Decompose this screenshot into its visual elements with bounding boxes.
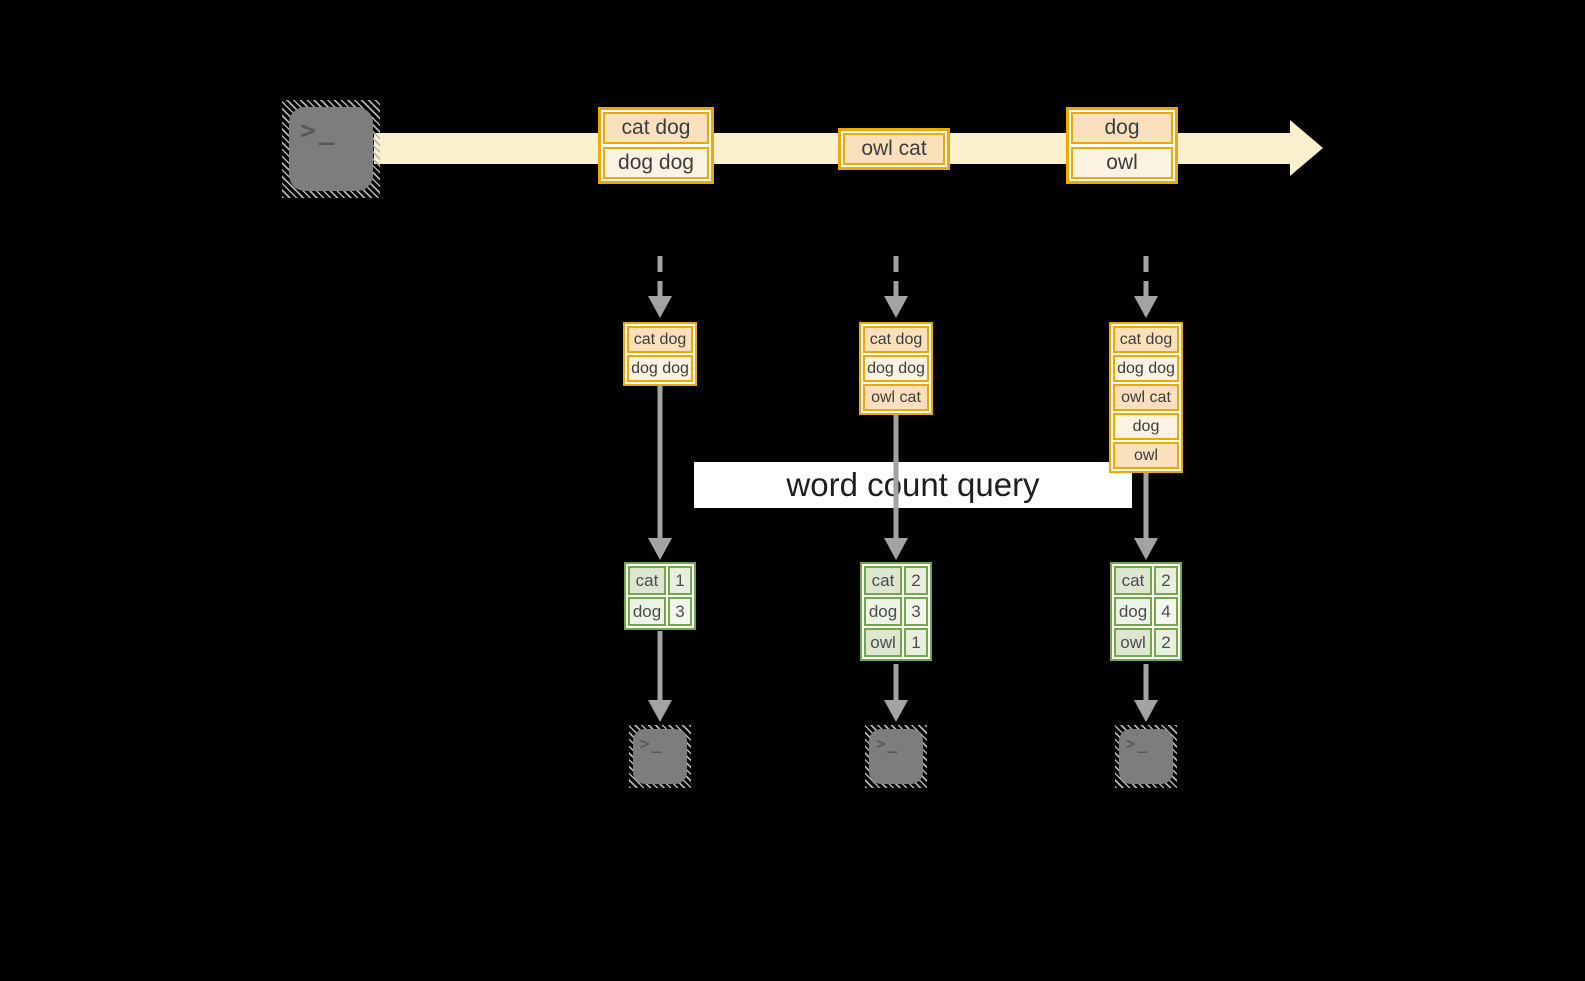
sink-arrow-col2	[1134, 664, 1158, 722]
snapshot-stack-1: cat dog dog dog owl cat	[859, 322, 933, 415]
snapshot-line: dog	[1113, 413, 1179, 440]
snapshot-line: dog dog	[1113, 355, 1179, 382]
stream-arrowhead	[1290, 120, 1323, 176]
count-cell: 1	[904, 628, 928, 657]
sink-terminal-icon-2: >_	[1115, 725, 1177, 788]
sink-terminal-icon-0: >_	[629, 725, 691, 788]
count-cell: 3	[668, 597, 692, 626]
word-cell: dog	[1114, 597, 1152, 626]
count-cell: 4	[1154, 597, 1178, 626]
sink-terminal-icon-1: >_	[865, 725, 927, 788]
stream-event-2: dog owl	[1066, 107, 1178, 184]
count-cell: 2	[1154, 628, 1178, 657]
count-cell: 1	[668, 566, 692, 595]
terminal-screen	[1119, 729, 1173, 784]
table-row: dog 4	[1114, 597, 1178, 626]
snapshot-line: cat dog	[627, 326, 693, 353]
count-cell: 2	[904, 566, 928, 595]
count-table-1: cat 2 dog 3 owl 1	[860, 562, 932, 661]
terminal-prompt-glyph: >_	[640, 734, 664, 753]
stream-event-line: owl cat	[843, 133, 945, 165]
table-row: owl 2	[1114, 628, 1178, 657]
table-row: cat 2	[1114, 566, 1178, 595]
terminal-screen	[869, 729, 923, 784]
dashed-arrow-col1	[884, 256, 908, 318]
count-table-0: cat 1 dog 3	[624, 562, 696, 630]
terminal-screen	[288, 106, 374, 192]
sink-arrow-col1	[884, 664, 908, 722]
table-row: dog 3	[864, 597, 928, 626]
word-cell: dog	[864, 597, 902, 626]
snapshot-line: owl cat	[1113, 384, 1179, 411]
table-row: dog 3	[628, 597, 692, 626]
query-label: word count query	[786, 466, 1040, 503]
terminal-prompt-glyph: >_	[876, 734, 900, 753]
dashed-arrow-col2	[1134, 256, 1158, 318]
word-cell: cat	[864, 566, 902, 595]
word-cell: cat	[628, 566, 666, 595]
count-cell: 3	[904, 597, 928, 626]
table-row: cat 1	[628, 566, 692, 595]
terminal-prompt-glyph: >_	[300, 116, 338, 146]
count-cell: 2	[1154, 566, 1178, 595]
stream-event-line: dog dog	[603, 147, 709, 179]
table-row: cat 2	[864, 566, 928, 595]
sink-arrow-col0	[648, 631, 672, 722]
snapshot-line: owl cat	[863, 384, 929, 411]
snapshot-line: dog dog	[863, 355, 929, 382]
snapshot-stack-0: cat dog dog dog	[623, 322, 697, 386]
source-terminal-icon: >_	[282, 100, 380, 198]
dashed-arrow-col0	[648, 256, 672, 318]
stream-event-0: cat dog dog dog	[598, 107, 714, 184]
stream-event-line: owl	[1071, 147, 1173, 179]
query-arrow-col0	[648, 385, 672, 560]
stream-event-1: owl cat	[838, 128, 950, 170]
table-row: owl 1	[864, 628, 928, 657]
word-cell: owl	[864, 628, 902, 657]
terminal-screen	[633, 729, 687, 784]
query-label-band: word count query	[694, 462, 1132, 508]
stream-event-line: dog	[1071, 112, 1173, 144]
word-cell: cat	[1114, 566, 1152, 595]
snapshot-line: cat dog	[863, 326, 929, 353]
stream-event-line: cat dog	[603, 112, 709, 144]
snapshot-line: owl	[1113, 442, 1179, 469]
word-cell: dog	[628, 597, 666, 626]
word-cell: owl	[1114, 628, 1152, 657]
snapshot-line: cat dog	[1113, 326, 1179, 353]
terminal-prompt-glyph: >_	[1126, 734, 1150, 753]
snapshot-line: dog dog	[627, 355, 693, 382]
query-arrow-col2	[1134, 471, 1158, 560]
count-table-2: cat 2 dog 4 owl 2	[1110, 562, 1182, 661]
snapshot-stack-2: cat dog dog dog owl cat dog owl	[1109, 322, 1183, 473]
